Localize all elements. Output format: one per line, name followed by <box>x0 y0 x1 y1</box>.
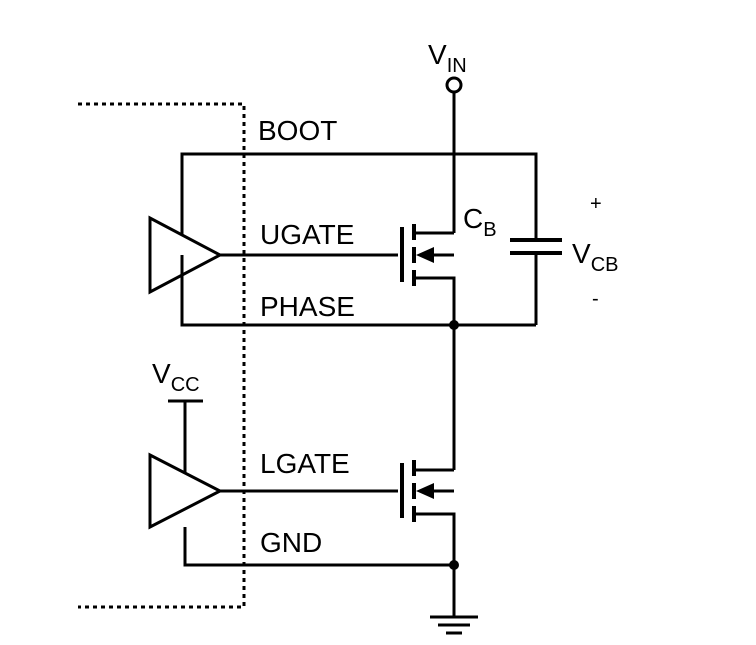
lower-driver-buffer <box>148 452 224 530</box>
ground-icon <box>430 615 478 635</box>
lgate-label: LGATE <box>260 448 350 479</box>
upper-mosfet-source-lead <box>414 276 456 325</box>
vcb-minus: - <box>592 288 599 310</box>
upper-driver-buffer <box>148 215 224 295</box>
gnd-rail <box>183 527 454 567</box>
ugate-label: UGATE <box>260 219 354 250</box>
phase-rail <box>180 255 536 327</box>
vcb-plus: + <box>590 193 602 215</box>
ic-boundary <box>78 102 246 609</box>
vin-label: VIN <box>428 39 467 77</box>
vcc-label: VCC <box>152 358 200 396</box>
vcb-label: VCB <box>572 238 618 276</box>
lower-mosfet-arrow-icon <box>416 483 434 499</box>
lower-mosfet-source-lead <box>414 512 456 565</box>
phase-label: PHASE <box>260 291 355 322</box>
gnd-label: GND <box>260 527 322 558</box>
upper-mosfet-arrow-icon <box>416 247 434 263</box>
vin-terminal <box>445 76 463 94</box>
boot-label: BOOT <box>258 115 337 146</box>
boot-rail <box>180 152 538 255</box>
cb-label: CB <box>463 203 497 241</box>
